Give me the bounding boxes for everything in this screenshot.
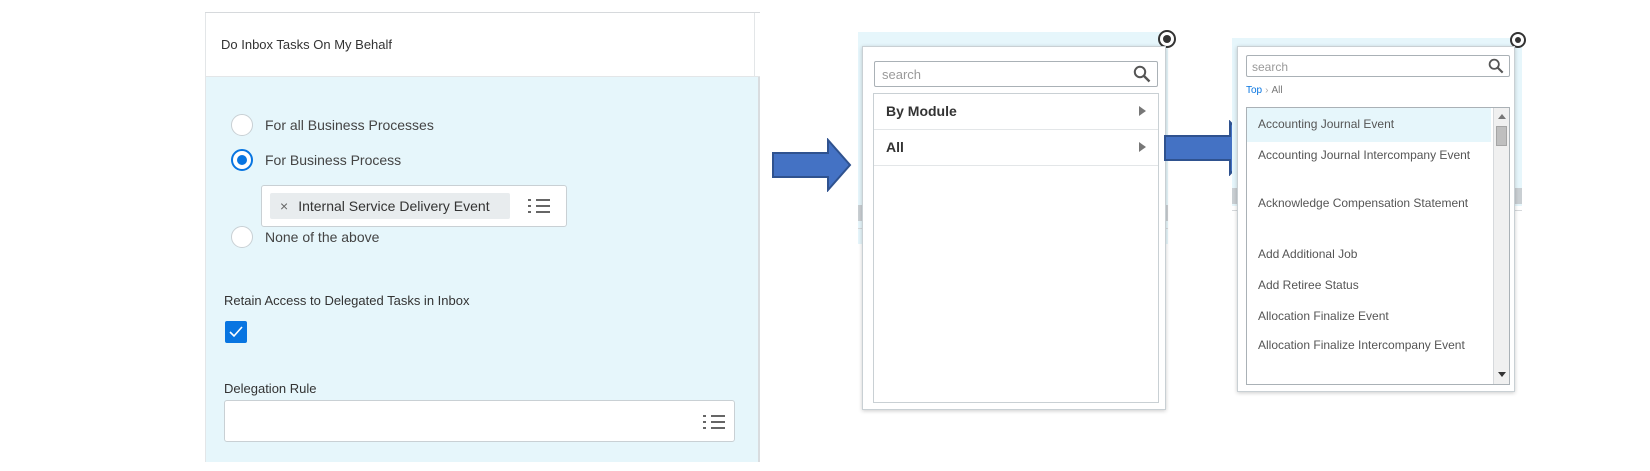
radio-label: For Business Process — [265, 152, 402, 168]
breadcrumb-separator: › — [1265, 85, 1269, 96]
header-divider — [754, 13, 755, 77]
checkmark-icon — [229, 326, 243, 338]
menu-item-label: All — [886, 139, 904, 155]
category-prompt-popup: search By Module All — [862, 46, 1166, 410]
list-item[interactable]: Accounting Journal Intercompany Event — [1258, 148, 1471, 162]
menu-item-by-module[interactable]: By Module — [874, 94, 1158, 130]
search-placeholder: search — [1252, 60, 1289, 74]
list-item[interactable]: Add Additional Job — [1258, 247, 1358, 261]
radio-none-of-the-above[interactable]: None of the above — [231, 225, 379, 249]
delegation-form-panel: Do Inbox Tasks On My Behalf For all Busi… — [205, 12, 760, 462]
radio-button[interactable] — [231, 226, 253, 248]
scroll-up-icon[interactable] — [1498, 114, 1506, 119]
arrow-right-icon — [772, 138, 852, 192]
list-icon[interactable] — [528, 196, 550, 216]
panel-scrollbar[interactable] — [758, 77, 760, 462]
chevron-right-icon — [1139, 106, 1146, 116]
breadcrumb: Top›All — [1246, 85, 1283, 96]
section-body: For all Business Processes For Business … — [205, 77, 758, 462]
radio-button-selected[interactable] — [231, 149, 253, 171]
list-item[interactable]: Allocation Finalize Intercompany Event — [1258, 338, 1465, 352]
delegation-rule-label: Delegation Rule — [224, 381, 317, 396]
popup-pointer-icon — [1158, 30, 1176, 48]
menu-item-all[interactable]: All — [874, 130, 1158, 166]
radio-label: None of the above — [265, 229, 380, 245]
search-icon[interactable] — [1133, 65, 1151, 83]
radio-for-business-process[interactable]: For Business Process — [231, 148, 401, 172]
prompt-category-list: By Module All — [873, 93, 1159, 403]
radio-button[interactable] — [231, 114, 253, 136]
menu-item-label: By Module — [886, 103, 957, 119]
retain-access-checkbox[interactable] — [225, 321, 247, 343]
close-icon[interactable]: × — [280, 198, 289, 214]
prompt-search-input[interactable]: search — [1246, 55, 1510, 77]
list-icon[interactable] — [703, 412, 725, 432]
search-placeholder: search — [882, 67, 922, 82]
prompt-search-input[interactable]: search — [874, 61, 1158, 87]
breadcrumb-current: All — [1271, 85, 1283, 96]
process-option-list: Accounting Journal Event Accounting Jour… — [1246, 107, 1510, 385]
section-title: Do Inbox Tasks On My Behalf — [221, 37, 393, 52]
list-item[interactable]: Add Retiree Status — [1258, 278, 1359, 292]
scroll-down-icon[interactable] — [1498, 372, 1506, 377]
chevron-right-icon — [1139, 142, 1146, 152]
retain-access-label: Retain Access to Delegated Tasks in Inbo… — [224, 293, 470, 308]
radio-all-business-processes[interactable]: For all Business Processes — [231, 113, 434, 137]
list-item[interactable]: Acknowledge Compensation Statement — [1258, 196, 1469, 210]
breadcrumb-top-link[interactable]: Top — [1246, 85, 1263, 96]
search-icon[interactable] — [1488, 58, 1504, 74]
process-prompt-popup: search Top›All Accounting Journal Event … — [1237, 46, 1515, 392]
radio-label: For all Business Processes — [265, 117, 434, 133]
list-scrollbar[interactable] — [1493, 108, 1509, 384]
scrollbar-thumb[interactable] — [1496, 126, 1507, 146]
delegation-rule-input[interactable] — [224, 400, 735, 442]
selected-process-pill: × Internal Service Delivery Event — [270, 193, 510, 219]
selected-process-label: Internal Service Delivery Event — [298, 198, 490, 214]
list-item[interactable]: Accounting Journal Event — [1247, 108, 1491, 142]
section-header: Do Inbox Tasks On My Behalf — [205, 13, 760, 77]
popup-pointer-icon — [1510, 32, 1526, 48]
business-process-selector[interactable]: × Internal Service Delivery Event — [261, 185, 567, 227]
list-item[interactable]: Allocation Finalize Event — [1258, 309, 1389, 323]
